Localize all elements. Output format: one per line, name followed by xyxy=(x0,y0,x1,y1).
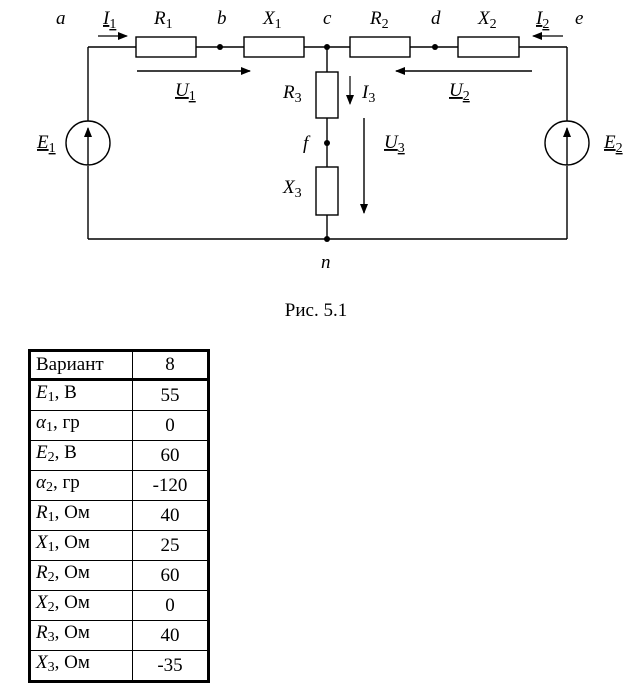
node-n-dot xyxy=(324,236,330,242)
node-b-dot xyxy=(217,44,223,50)
node-d-dot xyxy=(432,44,438,50)
parameter-value: 40 xyxy=(132,620,210,651)
parameter-value: 40 xyxy=(132,500,210,531)
parameter-name: α2, гр xyxy=(28,470,133,501)
node-f-label: f xyxy=(303,133,311,154)
node-n-label: n xyxy=(321,252,331,273)
parameter-value: 0 xyxy=(132,590,210,621)
header-variant-value: 8 xyxy=(132,349,210,381)
parameter-name: R3, Ом xyxy=(28,620,133,651)
label-i2: I2 xyxy=(535,8,549,32)
parameter-value: 0 xyxy=(132,410,210,441)
label-e1: E1 xyxy=(36,132,56,156)
parameter-name: E1, В xyxy=(28,379,133,411)
resistor-r1 xyxy=(135,36,197,58)
label-u3: U3 xyxy=(384,132,405,156)
parameter-name: E2, В xyxy=(28,440,133,471)
resistor-r3 xyxy=(315,71,339,119)
table-header-row: Вариант 8 xyxy=(28,349,210,381)
reactance-x3 xyxy=(315,166,339,216)
resistor-r2 xyxy=(349,36,411,58)
table-row: α2, гр-120 xyxy=(28,470,210,501)
label-u1: U1 xyxy=(175,80,196,104)
header-variant-label: Вариант xyxy=(28,349,133,381)
label-x2: X2 xyxy=(477,8,497,32)
reactance-x2 xyxy=(457,36,520,58)
parameter-name: X2, Ом xyxy=(28,590,133,621)
parameter-value: 25 xyxy=(132,530,210,561)
parameter-value: -120 xyxy=(132,470,210,501)
label-e2: E2 xyxy=(603,132,623,156)
parameter-value: 55 xyxy=(132,379,210,411)
parameter-name: X1, Ом xyxy=(28,530,133,561)
node-c-label: c xyxy=(323,8,332,29)
parameter-name: α1, гр xyxy=(28,410,133,441)
node-d-label: d xyxy=(431,8,441,29)
node-a-label: a xyxy=(56,8,66,29)
label-i3: I3 xyxy=(361,82,375,106)
source-e2 xyxy=(544,120,590,166)
parameter-value: 60 xyxy=(132,440,210,471)
label-r3: R3 xyxy=(282,82,302,106)
node-b-label: b xyxy=(217,8,227,29)
node-c-dot xyxy=(324,44,330,50)
label-x1: X1 xyxy=(262,8,282,32)
parameter-name: R1, Ом xyxy=(28,500,133,531)
figure-caption: Рис. 5.1 xyxy=(284,300,348,321)
reactance-x1 xyxy=(243,36,305,58)
label-u2: U2 xyxy=(449,80,470,104)
circuit-diagram: a b c d e f n R1 X1 R2 X2 R3 X3 E1 E2 I1… xyxy=(36,8,623,273)
parameter-value: 60 xyxy=(132,560,210,591)
node-e-label: e xyxy=(575,8,583,29)
label-i1: I1 xyxy=(102,8,116,32)
parameter-name: R2, Ом xyxy=(28,560,133,591)
label-r1: R1 xyxy=(153,8,173,32)
label-x3: X3 xyxy=(282,177,302,201)
source-e1 xyxy=(65,120,111,166)
node-f-dot xyxy=(324,140,330,146)
label-r2: R2 xyxy=(369,8,389,32)
